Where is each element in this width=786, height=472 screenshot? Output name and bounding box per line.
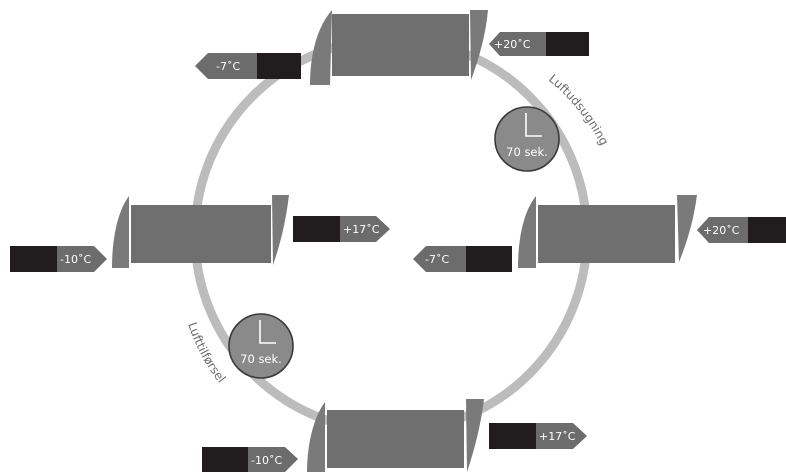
supply-timer: 70 sek. [228,313,294,379]
unit-left [112,195,289,268]
unit-right-cap-left [518,196,536,268]
exhaust-timer-clock-icon [494,106,560,172]
top-out-indicator: -7˚C [195,53,301,79]
bottom-in-temp: -10˚C [251,454,282,467]
unit-bottom [307,399,484,472]
unit-top-cap-right [470,10,488,80]
bottom-out-indicator: +17˚C [489,423,587,449]
exhaust-timer: 70 sek. [494,106,560,172]
left-out-indicator: +17˚C [293,216,390,242]
top-out-temp: -7˚C [216,60,240,73]
unit-bottom-cap-right [466,399,484,472]
left-in-indicator: -10˚C [10,246,107,272]
unit-right [518,195,697,268]
left-out-temp: +17˚C [343,223,380,236]
unit-right-body [538,205,675,263]
bottom-out-temp: +17˚C [539,430,576,443]
right-in-indicator: +20˚C [697,217,786,243]
unit-bottom-cap-left [307,402,325,472]
top-in-indicator: +20˚C [489,32,589,56]
right-out-temp: -7˚C [425,253,449,266]
left-in-temp: -10˚C [60,253,91,266]
unit-top [310,10,488,85]
right-out-indicator: -7˚C [413,246,512,272]
exhaust-timer-text: 70 sek. [506,145,548,159]
unit-left-body [131,205,271,263]
unit-left-cap-right [272,195,289,265]
supply-timer-text: 70 sek. [240,352,282,366]
unit-top-cap-left [310,10,332,85]
supply-timer-clock-icon [228,313,294,379]
unit-bottom-body [327,410,464,468]
bottom-in-indicator: -10˚C [202,447,298,472]
top-in-temp: +20˚C [494,38,531,51]
unit-left-cap-left [112,196,129,268]
unit-top-body [332,14,469,76]
unit-right-cap-right [677,195,697,262]
right-in-temp: +20˚C [703,224,740,237]
